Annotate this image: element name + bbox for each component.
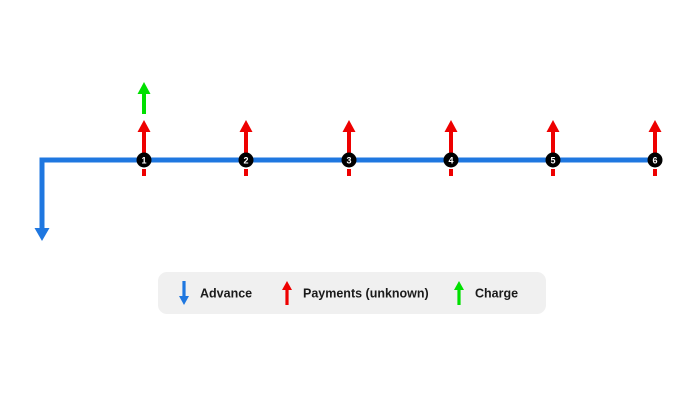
timeline-node-label: 2	[243, 156, 248, 166]
timeline-node-6[interactable]	[647, 152, 663, 168]
advance-arrow-group	[34, 160, 50, 241]
timeline-node-3[interactable]	[341, 152, 357, 168]
legend-arrow-head	[454, 281, 464, 290]
legend-background	[158, 272, 546, 314]
payment-arrow-head	[546, 120, 560, 132]
legend-item-label: Payments (unknown)	[303, 287, 429, 301]
timeline-node-label: 5	[550, 156, 555, 166]
legend-item-label: Advance	[200, 287, 252, 301]
timeline-node-label: 1	[141, 156, 146, 166]
payment-arrow-head	[648, 120, 662, 132]
timeline-node-2[interactable]	[238, 152, 254, 168]
legend-arrow-head	[282, 281, 292, 290]
payment-arrow-head	[137, 120, 151, 132]
timeline-node-4[interactable]	[443, 152, 459, 168]
timeline-nodes-group: 1 2 3 4 5 6	[136, 152, 663, 168]
legend-item-label: Charge	[475, 287, 518, 301]
legend-arrow-head	[179, 296, 189, 305]
payment-arrow-head	[342, 120, 356, 132]
cashflow-arrows-group	[137, 82, 662, 176]
timeline-node-label: 3	[346, 156, 351, 166]
payment-arrow-head	[239, 120, 253, 132]
payment-arrow-head	[444, 120, 458, 132]
charge-arrow-head	[137, 82, 151, 94]
timeline-node-1[interactable]	[136, 152, 152, 168]
legend-group: Advance Payments (unknown) Charge	[158, 272, 546, 314]
timeline-node-label: 4	[448, 156, 453, 166]
timeline-node-label: 6	[652, 156, 657, 166]
advance-arrow-head	[34, 228, 50, 241]
timeline-node-5[interactable]	[545, 152, 561, 168]
